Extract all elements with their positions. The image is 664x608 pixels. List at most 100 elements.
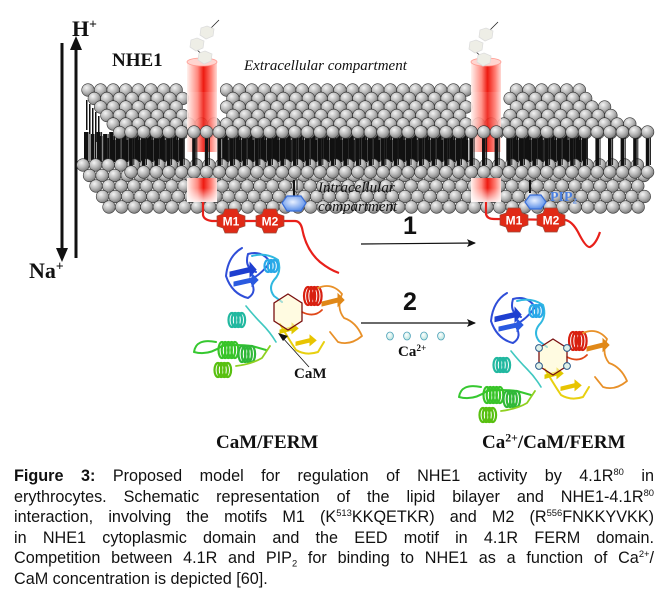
bound-calcium-icon: [563, 362, 571, 370]
caption-line: in NHE1 cytoplasmic domain and the EED m…: [14, 528, 654, 547]
lipid-head: [212, 165, 226, 179]
bound-calcium-icon: [535, 362, 543, 370]
caption-line: Competition between 4.1R and PIP2 for bi…: [14, 547, 655, 569]
diagram-canvas: M1 M2 M1 M2: [56, 19, 655, 424]
complex-right-label: Ca2+/CaM/FERM: [482, 432, 625, 454]
lipid-tail-edge: [92, 108, 94, 138]
nhe1-helix-right: [470, 57, 502, 202]
ribbon-teal-loop: [510, 350, 542, 388]
ribbon-yellow-sheet: [560, 379, 582, 392]
ribbon-lime-helix: [213, 361, 233, 379]
lipid-head: [439, 165, 453, 179]
lipid-head: [467, 200, 482, 214]
nhe1-label: NHE1: [112, 50, 163, 71]
lipid-head: [174, 165, 188, 179]
caption-line: Figure 3: Proposed model for regulation …: [14, 465, 654, 485]
cam-pointer-line: [281, 336, 310, 368]
caption-line: CaM concentration is depicted [60].: [14, 569, 268, 588]
lipid-head: [300, 165, 315, 179]
ribbon-blue-sheet: [233, 272, 259, 288]
lipid-head: [241, 200, 255, 214]
lipid-tail-edge: [98, 116, 100, 146]
lipid-head: [137, 165, 151, 179]
lipid-head: [376, 165, 390, 179]
motif-label: M2: [262, 215, 279, 229]
na-arrow-head: [56, 248, 68, 262]
intracellular-label-line2: compartment: [318, 199, 398, 215]
lipid-head: [275, 165, 289, 179]
helix-segment: [187, 92, 217, 152]
lipid-head: [187, 165, 201, 179]
lipid-head: [452, 165, 466, 179]
cam-ferm-structure-left: [193, 247, 363, 379]
lipid-head: [114, 200, 129, 214]
ribbon-teal-helix: [227, 311, 247, 329]
ribbon-orange-loop: [317, 285, 363, 345]
ribbon-lime-loop: [235, 345, 271, 367]
lipid-head: [149, 165, 163, 179]
ribbon-cyan-helix: [263, 258, 279, 274]
intracellular-label-line1: Intracellular: [318, 180, 395, 196]
lipid-head: [102, 200, 116, 214]
lipid-head: [313, 165, 327, 179]
complex-left-label: CaM/FERM: [216, 432, 319, 453]
lipid-head: [527, 165, 541, 179]
h-ion-label: H+: [72, 16, 97, 42]
lipid-head: [190, 200, 204, 214]
motif-badge-m2: M2: [536, 207, 566, 233]
binding-site-hexagon: [273, 293, 303, 331]
motif-label: M1: [506, 214, 523, 228]
lipid-head: [631, 200, 645, 214]
nhe1-tail-right: [484, 202, 602, 249]
extracellular-label: Extracellular compartment: [244, 58, 407, 74]
nhe1-helix-left: [186, 57, 218, 202]
ribbon-lime-helix: [478, 406, 498, 424]
lipid-head: [165, 200, 179, 214]
ribbon-yellow-loop: [279, 323, 325, 355]
lipid-head: [203, 200, 217, 214]
calcium-ion-icon: [437, 331, 445, 341]
motif-badge-m2: M2: [255, 208, 285, 234]
ribbon-cyan-loop: [516, 298, 548, 348]
lipid-head: [127, 200, 141, 214]
cam-pointer-head: [278, 333, 288, 341]
na-ion-label: Na+: [29, 258, 64, 284]
lipid-head: [338, 165, 352, 179]
lipid-head: [615, 165, 630, 179]
ribbon-green-helix: [217, 340, 240, 360]
lipid-head: [200, 165, 214, 179]
lipid-head: [581, 200, 595, 214]
lipid-head: [477, 165, 491, 179]
calcium-ion-icon: [386, 331, 394, 341]
calcium-ions: [386, 331, 445, 341]
lipid-head: [178, 200, 192, 214]
lipid-head: [618, 200, 633, 214]
ion-exchange-arrows: [56, 36, 82, 262]
lipid-head: [593, 200, 608, 214]
ribbon-blue-sheet: [229, 261, 257, 279]
pip2-label-base: PIP: [550, 190, 573, 205]
ribbon-cyan-loop: [251, 253, 283, 303]
pip2-headgroup-icon: [524, 194, 547, 210]
caption-superscript: 556: [546, 506, 563, 518]
calcium-ion-icon: [420, 331, 428, 341]
lipid-head: [489, 165, 504, 179]
lipid-head: [552, 165, 567, 179]
caption-superscript: 2+: [638, 547, 650, 559]
lipid-head: [540, 165, 554, 179]
lipid-head: [606, 200, 620, 214]
pip2-headgroup-icon: [281, 195, 307, 212]
ribbon-teal-helix: [492, 356, 512, 374]
lipid-front-row: [124, 125, 655, 169]
calcium-label-charge: 2+: [416, 343, 427, 354]
lipid-head: [112, 125, 127, 140]
motif-badge-m1: M1: [216, 208, 246, 234]
h-ion-symbol: H: [72, 16, 90, 41]
lipid-head: [263, 165, 277, 179]
lipid-head: [417, 200, 431, 214]
ribbon-orange-sheet: [586, 337, 610, 353]
caption-subscript: 2: [291, 557, 298, 569]
lipid-tail-edge: [89, 104, 91, 134]
lipid-tail-edge: [86, 100, 88, 130]
lipid-head: [590, 165, 604, 179]
